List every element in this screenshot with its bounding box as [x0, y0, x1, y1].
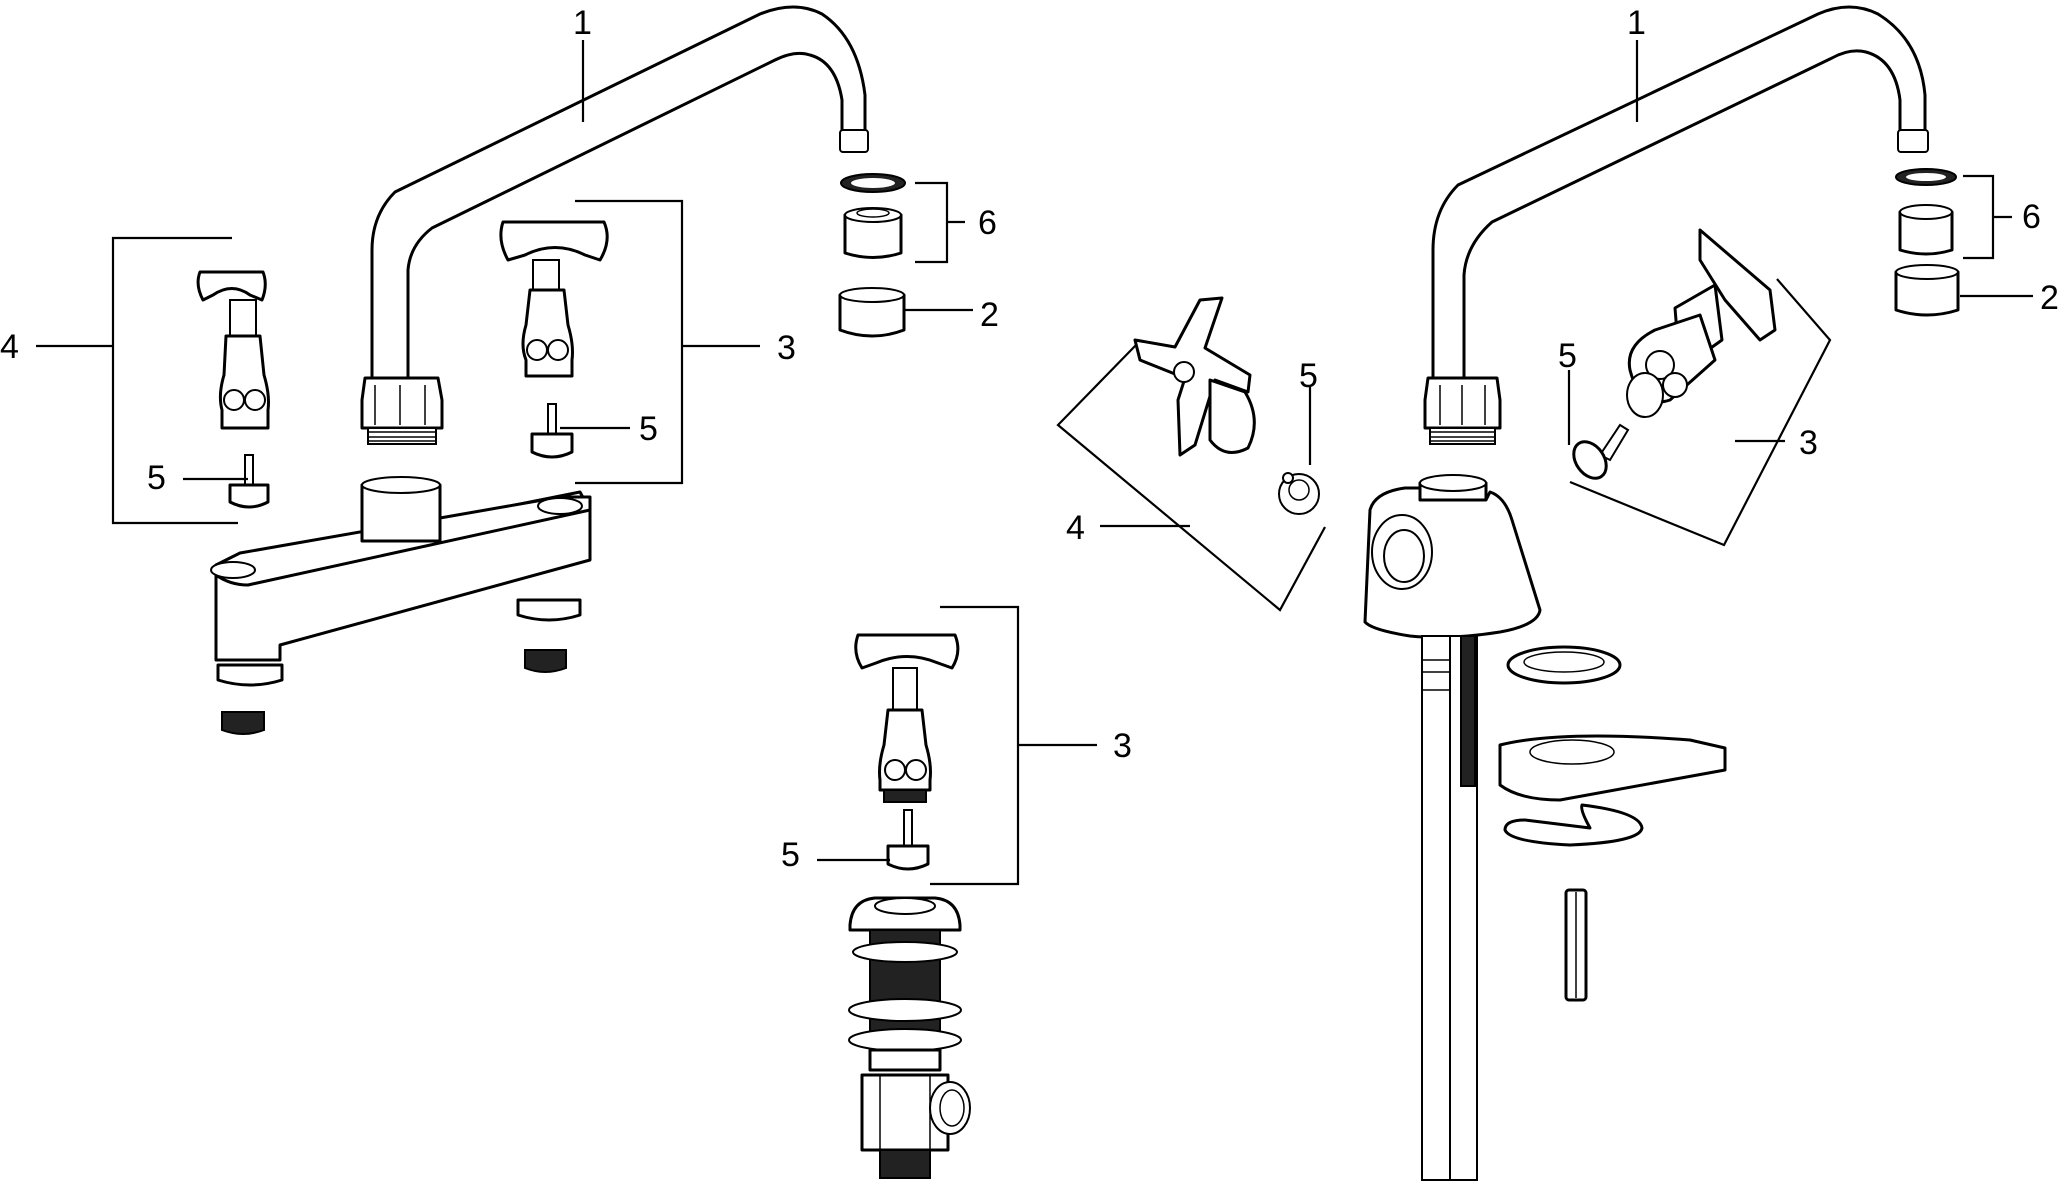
right-hex-nut-rod [1564, 888, 1588, 1002]
right-bracket-4 [1056, 344, 1326, 612]
left-bracket-6 [915, 181, 965, 264]
right-bracket-6 [1963, 174, 2012, 260]
right-assembly: 1 6 2 3 4 5 5 [1056, 4, 2059, 1181]
callout-right-3: 3 [1799, 424, 1818, 462]
right-faucet-body [1363, 474, 1542, 639]
left-spout [370, 5, 869, 380]
left-aerator [838, 287, 906, 338]
right-spout [1431, 5, 1929, 380]
left-faucet-body [210, 476, 592, 687]
callout-right-5a: 5 [1299, 357, 1318, 395]
right-aerator [1894, 264, 1960, 317]
right-aerator-insert [1898, 204, 1954, 256]
right-spout-nut [1423, 376, 1502, 445]
callout-left-6: 6 [978, 204, 997, 242]
callout-center-3: 3 [1113, 727, 1132, 765]
center-valve-handle [854, 633, 960, 803]
right-cartridge-4 [1278, 472, 1320, 515]
right-supply-tubes [1421, 635, 1478, 1181]
left-assembly: 1 6 2 3 4 5 5 [0, 4, 999, 735]
right-mounting-gasket [1506, 645, 1622, 685]
left-cartridge-4 [228, 454, 270, 509]
left-valve-handle-3 [499, 220, 609, 378]
left-aerator-washer [840, 173, 906, 193]
callout-left-5a: 5 [639, 410, 658, 448]
right-bracket-3 [1569, 278, 1832, 547]
callout-center-5: 5 [781, 836, 800, 874]
left-valve-handle-4 [196, 270, 270, 430]
left-spout-nut [360, 376, 444, 445]
right-retaining-clip [1503, 803, 1644, 847]
callout-right-5b: 5 [1558, 337, 1577, 375]
callout-right-1: 1 [1627, 4, 1646, 42]
right-mounting-bracket [1498, 734, 1727, 802]
right-cartridge-3 [1572, 423, 1630, 480]
callout-left-3: 3 [777, 329, 796, 367]
center-assembly: 3 5 [781, 605, 1132, 1179]
callout-right-2: 2 [2040, 279, 2059, 317]
callout-right-4: 4 [1066, 509, 1085, 547]
center-mounting-shank [848, 896, 971, 1179]
left-bracket-4 [36, 236, 238, 525]
callout-left-5b: 5 [147, 459, 166, 497]
callout-left-1: 1 [573, 4, 592, 42]
callout-left-2: 2 [980, 296, 999, 334]
right-cross-handle [1133, 296, 1256, 457]
left-base-seats [221, 649, 567, 735]
right-lever-handle [1626, 228, 1777, 418]
callout-left-4: 4 [0, 328, 19, 366]
center-cartridge [886, 809, 930, 871]
center-bracket-3 [930, 605, 1097, 886]
callout-right-6: 6 [2022, 198, 2041, 236]
left-cartridge-3 [530, 403, 574, 459]
left-bracket-3 [575, 199, 760, 485]
right-aerator-washer [1895, 168, 1957, 186]
left-aerator-insert [843, 207, 903, 259]
